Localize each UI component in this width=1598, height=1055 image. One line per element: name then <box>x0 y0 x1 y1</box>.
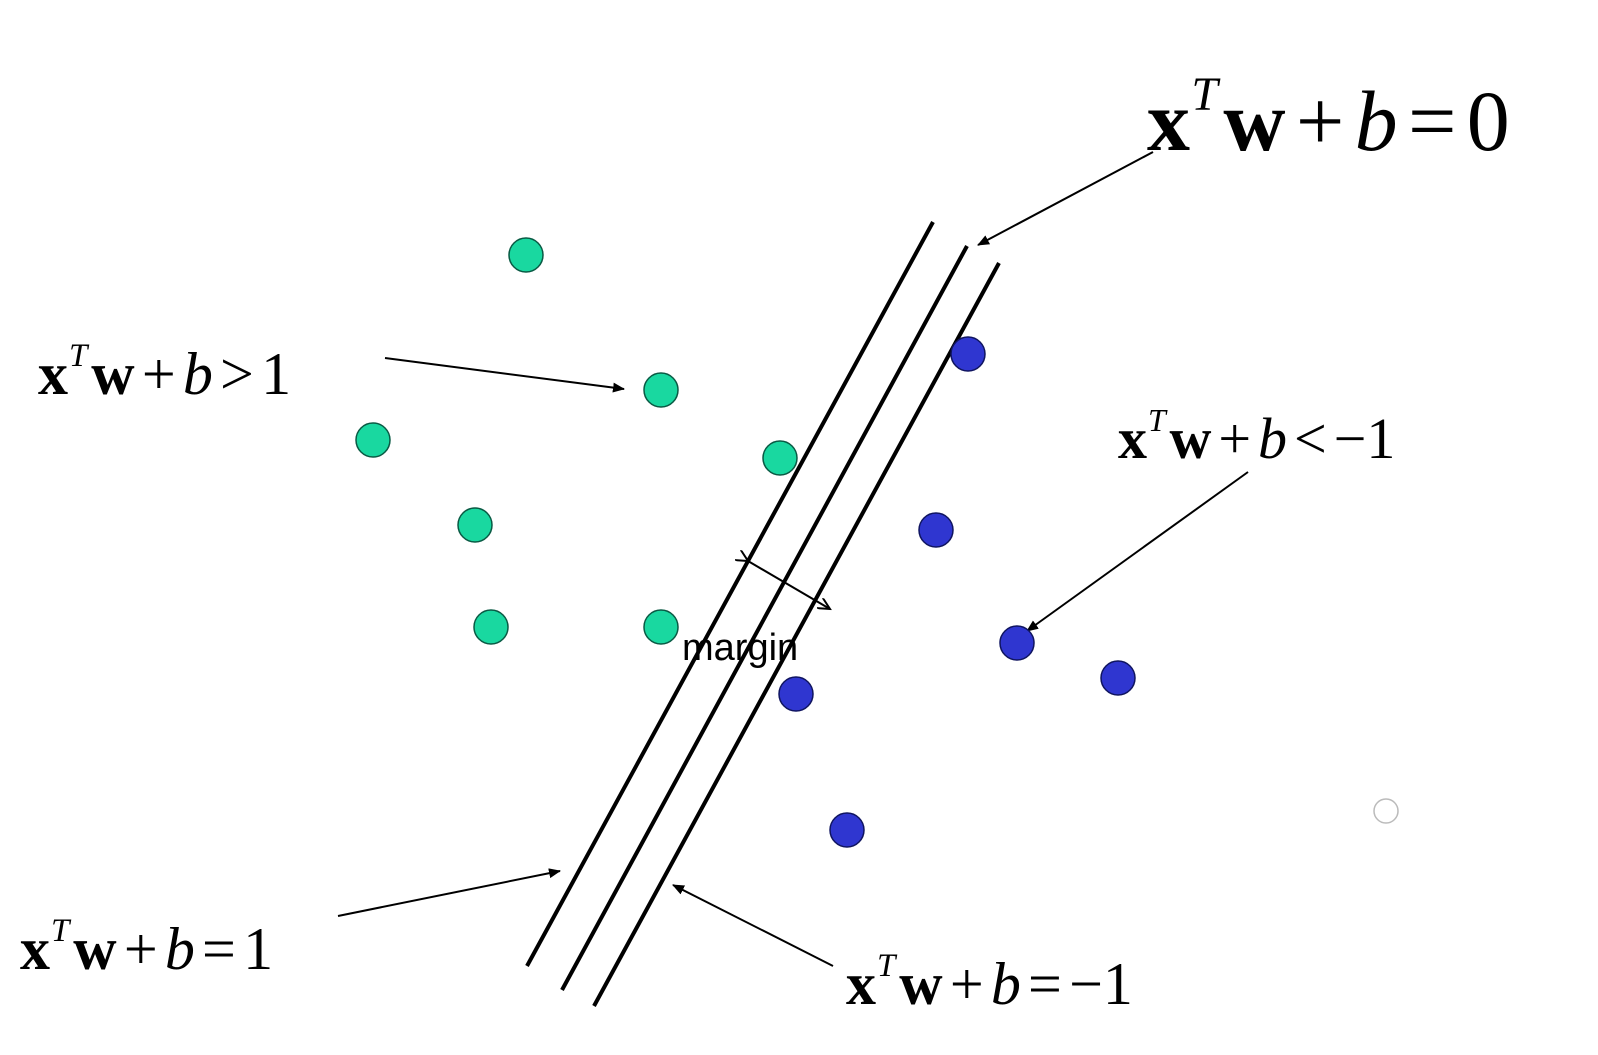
decision-boundary-line <box>560 245 969 991</box>
positive-margin-arrow <box>337 868 561 917</box>
negative-point <box>1100 660 1136 696</box>
negative-region-arrow <box>1026 471 1249 632</box>
negative-point <box>778 676 814 712</box>
negative-point <box>829 812 865 848</box>
negative-point <box>918 512 954 548</box>
margin-label: margin <box>682 627 799 669</box>
positive-margin-equation: xTw+b=1 <box>20 913 274 983</box>
negative-margin-arrow <box>672 884 834 967</box>
negative-region-equation: xTw+b<−1 <box>1118 403 1396 472</box>
negative-margin-equation: xTw+b=−1 <box>846 948 1133 1018</box>
hyperplane-arrow <box>977 151 1154 246</box>
positive-point <box>508 237 544 273</box>
positive-region-equation: xTw+b>1 <box>38 338 292 408</box>
positive-point <box>355 422 391 458</box>
positive-point <box>473 609 509 645</box>
margin-arrow <box>748 561 830 609</box>
positive-point <box>643 372 679 408</box>
positive-region-arrow <box>384 357 625 393</box>
positive-point <box>643 609 679 645</box>
faint-marker <box>1373 798 1399 824</box>
negative-margin-line <box>592 262 1001 1007</box>
hyperplane-equation: xTw+b=0 <box>1147 69 1510 170</box>
positive-margin-line <box>525 221 935 967</box>
negative-point <box>999 625 1035 661</box>
negative-point <box>950 336 986 372</box>
positive-point <box>457 507 493 543</box>
positive-point <box>762 440 798 476</box>
